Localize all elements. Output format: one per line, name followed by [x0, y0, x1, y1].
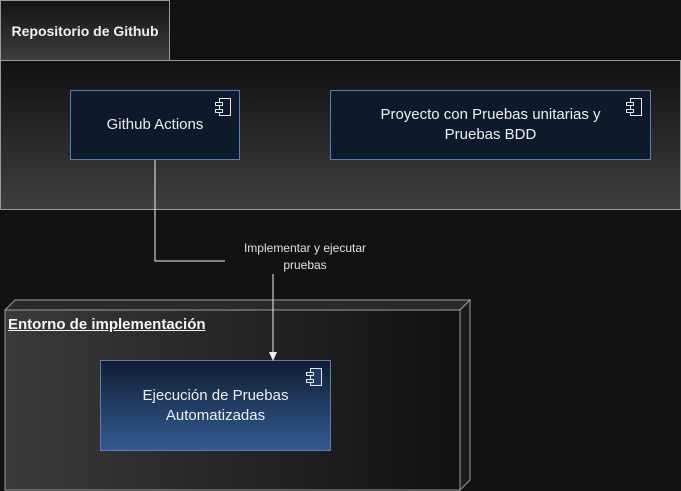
repository-title: Repositorio de Github	[0, 0, 170, 60]
project-component[interactable]: Proyecto con Pruebas unitarias y Pruebas…	[330, 90, 651, 160]
deployment-node-title: Entorno de implementación	[8, 316, 206, 333]
edge-label-line1: Implementar y ejecutar	[243, 241, 367, 255]
project-label-line2: Pruebas BDD	[444, 126, 537, 143]
test-execution-line2: Automatizadas	[165, 406, 266, 424]
test-execution-component[interactable]: Ejecución de Pruebas Automatizadas	[100, 360, 331, 451]
edge-label: Implementar y ejecutar pruebas	[225, 240, 385, 274]
component-icon	[215, 98, 231, 116]
test-execution-line1: Ejecución de Pruebas	[142, 386, 289, 404]
github-actions-component[interactable]: Github Actions	[70, 90, 240, 160]
project-label: Proyecto con Pruebas unitarias y Pruebas…	[380, 105, 600, 145]
component-icon	[626, 98, 642, 116]
project-label-line1: Proyecto con Pruebas unitarias y	[380, 106, 601, 123]
component-icon	[306, 368, 322, 386]
github-actions-label: Github Actions	[106, 116, 204, 133]
test-execution-label: Ejecución de Pruebas Automatizadas	[143, 386, 289, 426]
edge-label-line2: pruebas	[283, 258, 327, 272]
